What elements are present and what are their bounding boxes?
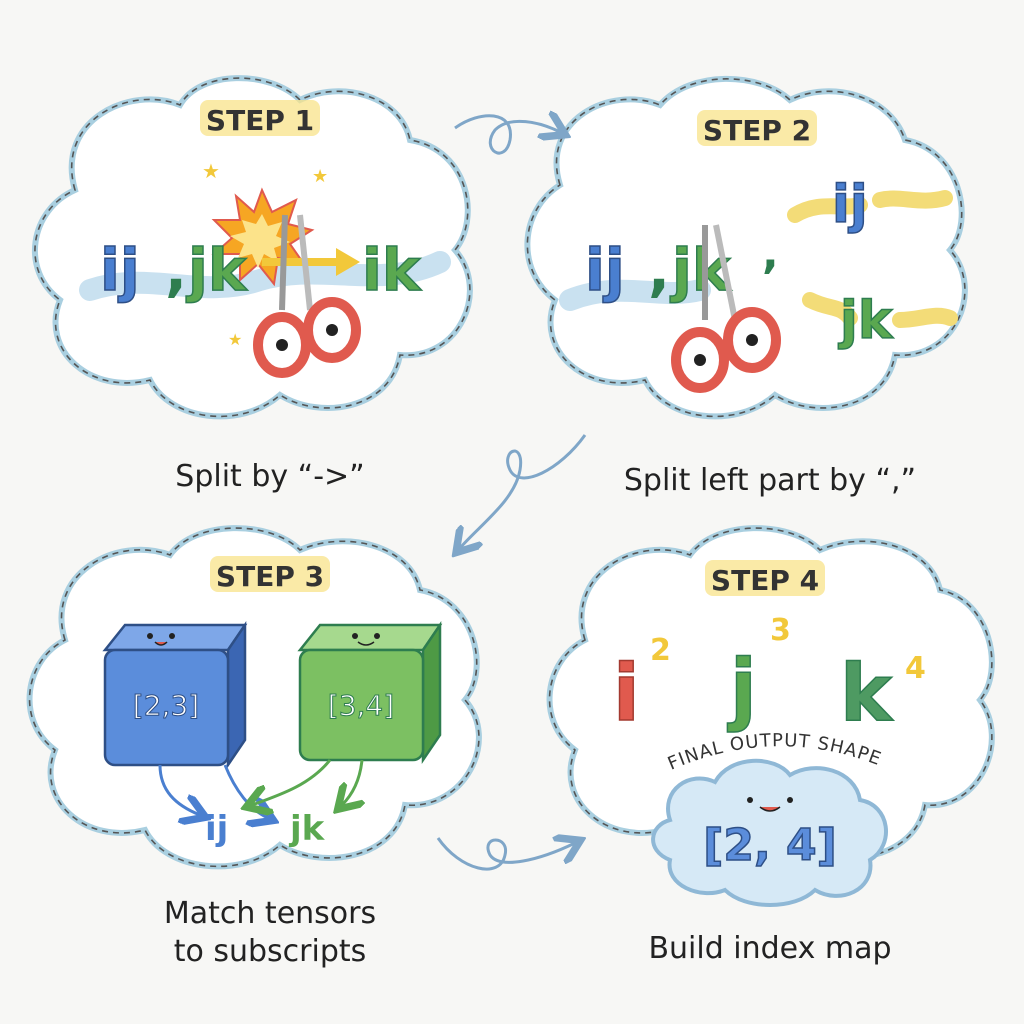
tensor-cube-blue: [2,3] [102, 620, 248, 770]
svg-text:jk: jk [186, 236, 248, 304]
svg-text:ij: ij [205, 809, 228, 849]
ribbon-piece [892, 307, 958, 328]
step-4-content: i 2 j 3 k 4 FINAL OUTPUT SHAPE [2, 4] [612, 613, 926, 907]
svg-text:[3,4]: [3,4] [328, 689, 394, 722]
ribbon-piece [872, 190, 953, 209]
svg-text:ij: ij [100, 236, 140, 304]
step-4-cloud [546, 525, 995, 870]
svg-text:3: 3 [770, 613, 791, 648]
svg-text:,: , [762, 228, 779, 279]
step-2-content: ij , jk , ij jk [559, 174, 958, 393]
ribbon-piece [802, 292, 858, 326]
svg-text:k: k [840, 649, 894, 739]
svg-text:STEP 3: STEP 3 [216, 560, 324, 593]
arrow-step3-to-step4 [436, 838, 575, 871]
svg-text:i: i [613, 649, 640, 739]
index-letter-k: k 4 [839, 648, 926, 740]
step-2-cloud [524, 75, 968, 420]
index-letter-j: j 3 [726, 613, 791, 735]
flow-arrows [436, 116, 587, 871]
svg-text:STEP 1: STEP 1 [206, 104, 314, 137]
step-1-label: STEP 1 [200, 100, 320, 137]
svg-text:jk: jk [288, 809, 326, 849]
svg-text:jk: jk [838, 291, 894, 351]
step-1-caption: Split by “->” [175, 459, 365, 494]
step-4-label: STEP 4 [705, 560, 825, 597]
arrow-step2-to-step3 [460, 434, 587, 548]
star-icon: ★ [202, 159, 220, 183]
step-3-caption-line-2: to subscripts [173, 934, 367, 969]
svg-text:ij: ij [585, 236, 625, 304]
arrow-step1-to-step2 [454, 116, 560, 155]
svg-text:STEP 4: STEP 4 [711, 564, 819, 597]
step-3-cloud [26, 525, 482, 870]
svg-text:[2,3]: [2,3] [133, 689, 199, 722]
tensor-cube-green: [3,4] [297, 620, 443, 765]
scissors-icon [671, 224, 781, 393]
svg-text:,: , [648, 236, 670, 304]
svg-text:4: 4 [905, 651, 926, 686]
scissors-icon [253, 214, 361, 378]
svg-text:STEP 2: STEP 2 [703, 114, 811, 147]
ribbon-piece [787, 197, 868, 223]
step-3-caption: Match tensors to subscripts [140, 895, 400, 971]
svg-text:,: , [165, 236, 187, 304]
step-3-content: [2,3] [3,4] ij jk [102, 620, 443, 849]
index-letter-i: i 2 [612, 633, 671, 740]
right-arrow-icon [262, 248, 360, 276]
explosion-icon [211, 187, 315, 287]
svg-text:j: j [727, 644, 757, 734]
step-4-caption: Build index map [648, 931, 892, 966]
star-icon: ★ [228, 330, 242, 349]
final-shape-cloud: [2, 4] [651, 758, 888, 907]
svg-text:ij: ij [832, 175, 868, 235]
svg-text:[2, 4]: [2, 4] [703, 820, 836, 871]
svg-text:ik: ik [362, 236, 422, 304]
step-3-label: STEP 3 [210, 556, 330, 593]
step-2-caption: Split left part by “,” [623, 463, 917, 498]
star-icon: ★ [312, 166, 328, 187]
step-2-label: STEP 2 [697, 110, 817, 147]
step-1-content: ★ ★ ★ ij , jk ik [79, 159, 451, 378]
svg-text:2: 2 [650, 633, 671, 668]
step-3-caption-line-1: Match tensors [163, 896, 377, 931]
